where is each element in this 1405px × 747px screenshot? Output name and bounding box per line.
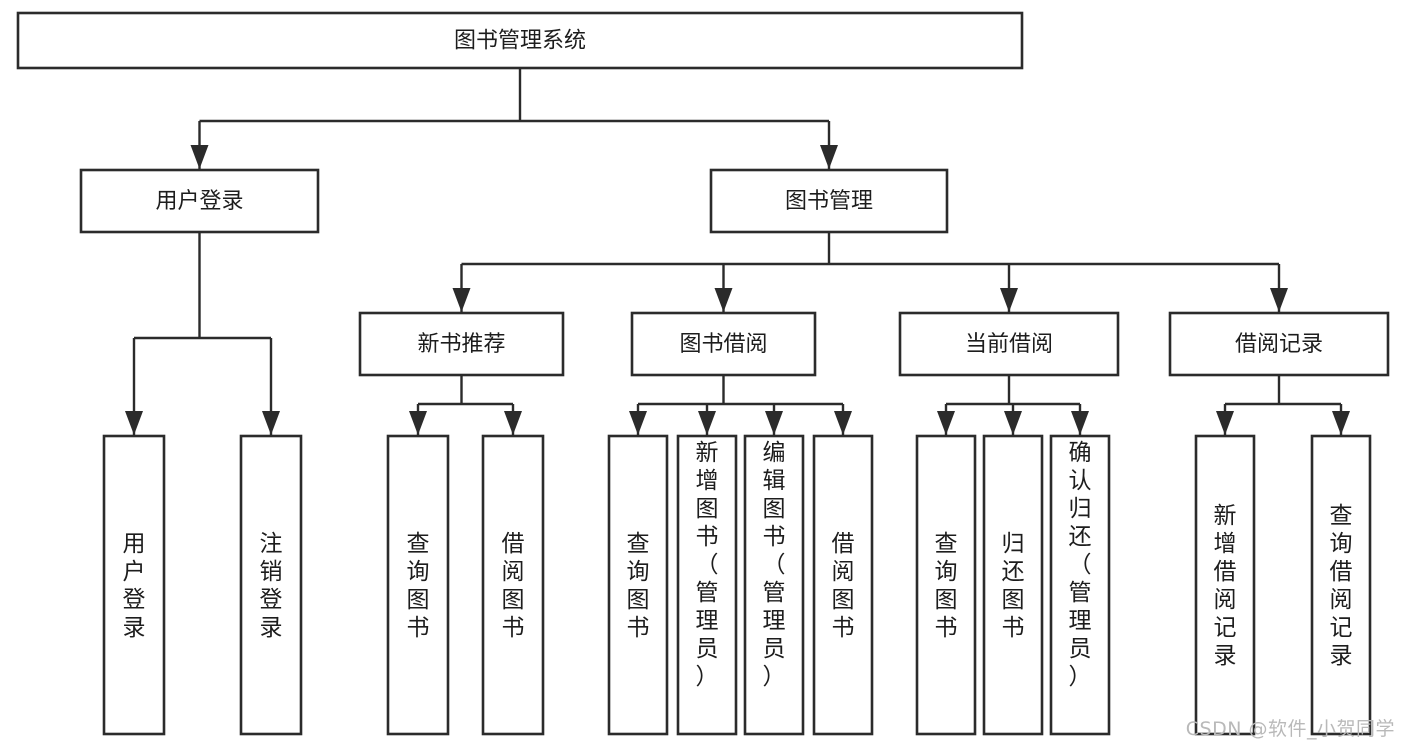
arrow-head-icon — [1216, 411, 1234, 435]
node-borrow-record[interactable]: 借阅记录 — [1168, 311, 1390, 377]
node-leaf-add-book-admin[interactable]: 新增图书（管理员） — [676, 434, 738, 736]
arrow-head-icon — [1270, 288, 1288, 312]
node-leaf-edit-book-admin[interactable]: 编辑图书（管理员） — [743, 434, 805, 736]
node-label-leaf-borrow-book-recommend: 借阅图书 — [502, 531, 525, 641]
node-leaf-query-book-recommend[interactable]: 查询图书 — [386, 434, 450, 736]
node-label-leaf-borrow-book: 借阅图书 — [832, 531, 855, 641]
node-current-borrow[interactable]: 当前借阅 — [898, 311, 1120, 377]
edge-group-current-borrow — [937, 375, 1089, 435]
arrow-head-icon — [714, 288, 733, 312]
node-leaf-user-login[interactable]: 用户登录 — [102, 434, 166, 736]
node-leaf-borrow-book[interactable]: 借阅图书 — [812, 434, 874, 736]
node-leaf-add-borrow-record[interactable]: 新增借阅记录 — [1194, 434, 1256, 736]
arrow-head-icon — [1332, 411, 1350, 435]
arrow-head-icon — [452, 288, 471, 312]
node-box-leaf-edit-book-admin[interactable] — [743, 434, 805, 736]
node-root[interactable]: 图书管理系统 — [16, 11, 1024, 70]
csdn-watermark: CSDN @软件_小贺同学 — [1185, 718, 1395, 740]
arrow-head-icon — [262, 411, 280, 435]
node-label-new-book-recommend: 新书推荐 — [417, 332, 505, 357]
arrow-head-icon — [698, 411, 716, 435]
node-label-leaf-return-book: 归还图书 — [1002, 531, 1025, 641]
node-box-borrow-record[interactable] — [1168, 311, 1390, 377]
edge-group-new-book-recommend — [409, 375, 522, 435]
node-label-leaf-add-borrow-record: 新增借阅记录 — [1214, 503, 1237, 669]
node-user-login[interactable]: 用户登录 — [79, 168, 320, 234]
arrow-head-icon — [190, 145, 209, 169]
arrow-head-icon — [504, 411, 522, 435]
arrow-head-icon — [125, 411, 143, 435]
edge-group-root — [190, 68, 838, 169]
node-label-leaf-edit-book-admin: 编辑图书（管理员） — [763, 440, 786, 690]
arrow-head-icon — [1004, 411, 1022, 435]
node-box-leaf-query-book-current[interactable] — [915, 434, 977, 736]
node-box-leaf-add-borrow-record[interactable] — [1194, 434, 1256, 736]
node-label-leaf-user-login: 用户登录 — [123, 531, 146, 641]
node-label-borrow-record: 借阅记录 — [1235, 332, 1323, 357]
node-leaf-confirm-return-admin[interactable]: 确认归还（管理员） — [1049, 434, 1111, 736]
node-label-current-borrow: 当前借阅 — [965, 332, 1053, 357]
node-leaf-query-book-current[interactable]: 查询图书 — [915, 434, 977, 736]
arrow-head-icon — [1071, 411, 1089, 435]
arrow-head-icon — [409, 411, 427, 435]
node-leaf-return-book[interactable]: 归还图书 — [982, 434, 1044, 736]
node-leaf-query-book-borrow[interactable]: 查询图书 — [607, 434, 669, 736]
node-new-book-recommend[interactable]: 新书推荐 — [358, 311, 565, 377]
node-box-book-borrow[interactable] — [630, 311, 817, 377]
node-label-root: 图书管理系统 — [454, 29, 586, 54]
node-label-book-borrow: 图书借阅 — [679, 332, 767, 357]
node-box-root[interactable] — [16, 11, 1024, 70]
node-label-leaf-query-book-borrow: 查询图书 — [627, 531, 650, 641]
node-label-leaf-add-book-admin: 新增图书（管理员） — [696, 440, 719, 690]
node-box-leaf-borrow-book-recommend[interactable] — [481, 434, 545, 736]
node-label-book-management: 图书管理 — [785, 189, 873, 214]
node-label-leaf-confirm-return-admin: 确认归还（管理员） — [1069, 440, 1092, 690]
node-label-leaf-query-book-recommend: 查询图书 — [407, 531, 430, 641]
arrow-head-icon — [765, 411, 783, 435]
edge-group-book-management — [452, 232, 1288, 312]
node-box-leaf-query-borrow-record[interactable] — [1310, 434, 1372, 736]
node-leaf-user-logout[interactable]: 注销登录 — [239, 434, 303, 736]
node-box-leaf-confirm-return-admin[interactable] — [1049, 434, 1111, 736]
node-label-leaf-user-logout: 注销登录 — [260, 531, 283, 641]
node-box-current-borrow[interactable] — [898, 311, 1120, 377]
edge-group-borrow-record — [1216, 375, 1350, 435]
arrow-head-icon — [834, 411, 852, 435]
connector-layer — [125, 68, 1350, 435]
node-book-borrow[interactable]: 图书借阅 — [630, 311, 817, 377]
node-box-user-login[interactable] — [79, 168, 320, 234]
node-leaf-borrow-book-recommend[interactable]: 借阅图书 — [481, 434, 545, 736]
node-leaf-query-borrow-record[interactable]: 查询借阅记录 — [1310, 434, 1372, 736]
node-label-user-login: 用户登录 — [155, 189, 243, 214]
edge-group-book-borrow — [629, 375, 852, 435]
node-box-book-management[interactable] — [709, 168, 949, 234]
arrow-head-icon — [937, 411, 955, 435]
node-book-management[interactable]: 图书管理 — [709, 168, 949, 234]
arrow-head-icon — [1000, 288, 1018, 312]
node-label-leaf-query-book-current: 查询图书 — [935, 531, 958, 641]
arrow-head-icon — [629, 411, 647, 435]
node-layer: 图书管理系统用户登录图书管理新书推荐图书借阅当前借阅借阅记录用户登录注销登录查询… — [16, 11, 1390, 736]
node-box-leaf-user-login[interactable] — [102, 434, 166, 736]
node-label-leaf-query-borrow-record: 查询借阅记录 — [1330, 503, 1353, 669]
node-box-leaf-add-book-admin[interactable] — [676, 434, 738, 736]
arrow-head-icon — [820, 145, 838, 169]
node-box-new-book-recommend[interactable] — [358, 311, 565, 377]
node-box-leaf-user-logout[interactable] — [239, 434, 303, 736]
node-box-leaf-query-book-borrow[interactable] — [607, 434, 669, 736]
node-box-leaf-query-book-recommend[interactable] — [386, 434, 450, 736]
edge-group-user-login — [125, 232, 280, 435]
node-box-leaf-borrow-book[interactable] — [812, 434, 874, 736]
node-box-leaf-return-book[interactable] — [982, 434, 1044, 736]
